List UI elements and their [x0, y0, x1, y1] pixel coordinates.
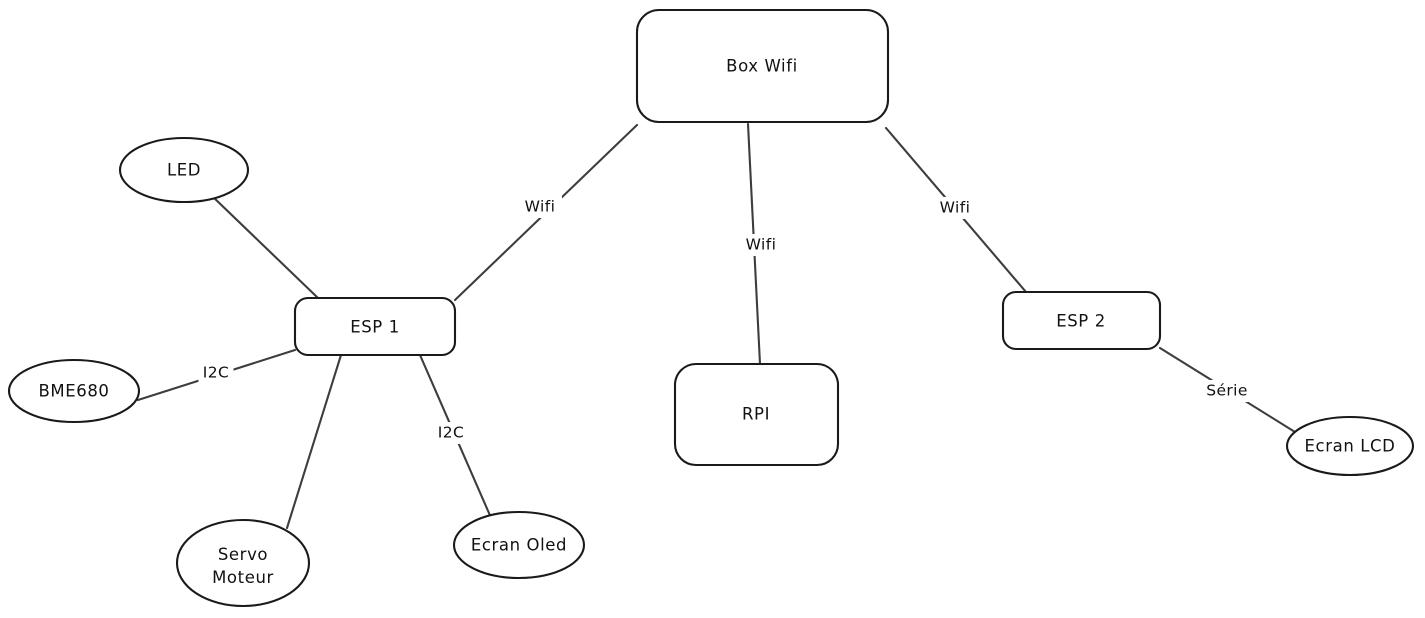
edge-label-edge-boxwifi-rpi: Wifi: [746, 236, 777, 254]
node-shape-esp2: [1001, 290, 1162, 351]
node-shape-esp1: [293, 296, 457, 357]
node-led[interactable]: LED: [118, 136, 250, 204]
node-esp1[interactable]: ESP 1: [293, 296, 457, 357]
edge-label-backdrop: [1200, 380, 1254, 402]
node-label-line: Moteur: [212, 568, 274, 587]
node-rpi[interactable]: RPI: [673, 362, 840, 467]
node-label-led: LED: [167, 161, 201, 180]
edge-label-edge-boxwifi-esp2: Wifi: [940, 199, 971, 217]
edge-label-backdrop: [518, 196, 562, 218]
edge-esp1-to-servo-moteur[interactable]: [285, 353, 343, 530]
edge-label-backdrop: [198, 362, 234, 384]
node-box-wifi[interactable]: Box Wifi: [635, 8, 890, 124]
edge-label-edge-boxwifi-esp1: Wifi: [525, 198, 556, 216]
edge-label-backdrop: [739, 234, 783, 256]
node-ecran-lcd[interactable]: Ecran LCD: [1285, 415, 1415, 477]
node-label-box-wifi: Box Wifi: [726, 57, 798, 76]
node-label-esp2: ESP 2: [1056, 312, 1106, 331]
edge-label-backdrop: [433, 422, 469, 444]
node-label-ecran-lcd: Ecran LCD: [1305, 437, 1396, 456]
node-shape-box-wifi: [635, 8, 890, 124]
edge-label-edge-esp1-oled: I2C: [438, 424, 464, 442]
node-ecran-oled[interactable]: Ecran Oled: [452, 510, 586, 580]
edge-label-edge-esp2-lcd: Série: [1206, 382, 1248, 400]
node-bme680[interactable]: BME680: [7, 358, 141, 424]
node-shape-servo-moteur: [175, 518, 311, 608]
node-label-ecran-oled: Ecran Oled: [471, 536, 567, 555]
edge-label-edge-esp1-bme680: I2C: [203, 364, 229, 382]
node-label-line: Servo: [218, 545, 268, 564]
node-shape-ecran-lcd: [1285, 415, 1415, 477]
node-shape-bme680: [7, 358, 141, 424]
node-shape-rpi: [673, 362, 840, 467]
node-shape-ecran-oled: [452, 510, 586, 580]
edge-label-backdrop: [933, 197, 977, 219]
edge-esp1-to-led[interactable]: [210, 194, 320, 300]
node-label-bme680: BME680: [38, 382, 109, 401]
node-shape-led: [118, 136, 250, 204]
node-label-rpi: RPI: [742, 405, 770, 424]
node-esp2[interactable]: ESP 2: [1001, 290, 1162, 351]
node-label-esp1: ESP 1: [350, 318, 400, 337]
